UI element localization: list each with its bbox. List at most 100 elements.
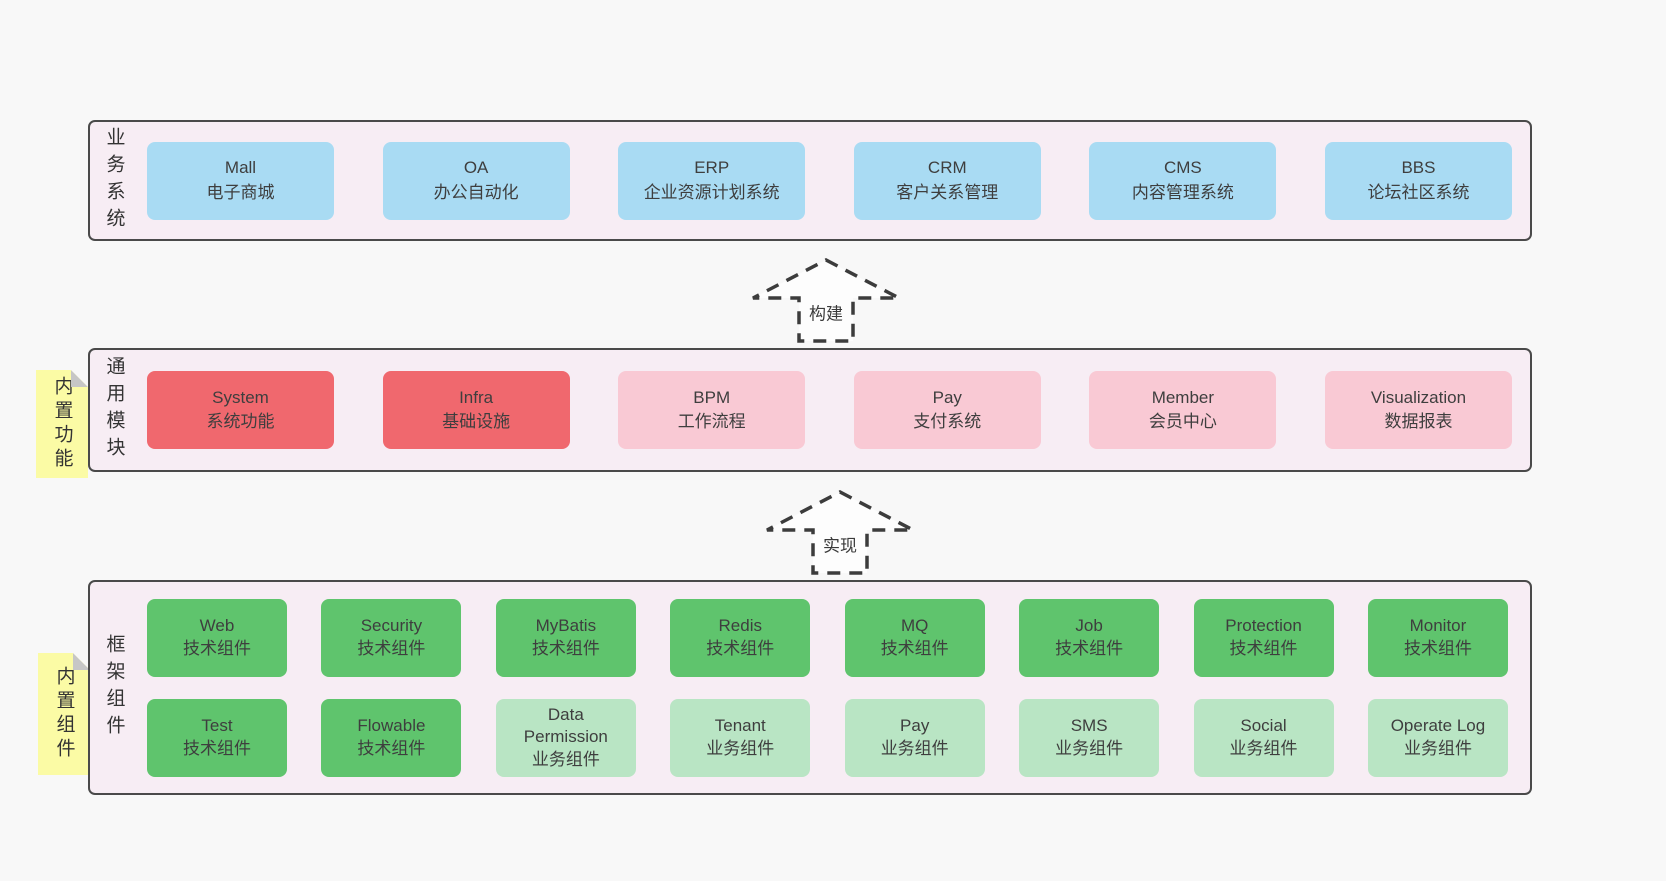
box-visualization: Visualization 数据报表 [1324, 371, 1512, 449]
arrow-implement: 实现 [760, 487, 920, 577]
box-subtitle: 技术组件 [1055, 638, 1124, 658]
box-title: Redis [718, 616, 762, 636]
box-title: CRM [927, 158, 967, 178]
box-subtitle: 技术组件 [531, 638, 600, 658]
box-title: Job [1075, 616, 1103, 636]
box-title: Pay [900, 716, 930, 736]
box-crm: CRM 客户关系管理 [853, 141, 1041, 220]
box-subtitle: 系统功能 [206, 412, 275, 431]
box-infra: Infra 基础设施 [382, 371, 570, 449]
box-bpm: BPM 工作流程 [618, 371, 806, 449]
box-title: BBS [1401, 158, 1436, 178]
box-title: CMS [1163, 158, 1202, 178]
box-subtitle: 技术组件 [357, 638, 426, 658]
box-subtitle: 技术组件 [183, 638, 251, 658]
box-subtitle: 业务组件 [1229, 738, 1298, 758]
box-subtitle: 工作流程 [677, 412, 746, 431]
box-title: Social [1240, 716, 1287, 736]
box-subtitle: 数据报表 [1384, 412, 1453, 431]
box-member: Member 会员中心 [1089, 371, 1277, 449]
box-title: Mall [224, 158, 257, 178]
box-subtitle: 技术组件 [1403, 638, 1472, 658]
box-title: Security [360, 616, 423, 636]
box-subtitle: 内容管理系统 [1131, 182, 1234, 202]
box-title: MQ [900, 616, 929, 636]
box-title: Member [1151, 387, 1215, 407]
box-subtitle: 客户关系管理 [896, 182, 999, 202]
box-mall: Mall 电子商城 [147, 141, 334, 220]
box-title: ERP [694, 158, 730, 178]
box-title: Operate Log [1390, 716, 1486, 736]
box-subtitle: 技术组件 [706, 638, 775, 658]
box-subtitle: 办公自动化 [433, 182, 519, 202]
box-subtitle: 企业资源计划系统 [643, 182, 780, 202]
box-title: Data Permission [523, 704, 608, 747]
arrow-build: 构建 [746, 255, 906, 345]
box-subtitle: 电子商城 [206, 182, 275, 202]
box-title: OA [463, 158, 489, 178]
band-label: 框架组件 [103, 633, 125, 742]
band-label: 通用模块 [103, 356, 125, 464]
box-subtitle: 业务组件 [880, 738, 949, 758]
band-business-systems: 业务系统 Mall 电子商城 OA 办公自动化 ERP 企业资源计划系统 CRM 客户关系管理… [88, 120, 1532, 241]
box-title: Tenant [714, 716, 766, 736]
arrow-label: 实现 [820, 530, 860, 558]
box-bbs: BBS 论坛社区系统 [1324, 141, 1512, 220]
box-subtitle: 技术组件 [357, 738, 426, 758]
band-label: 业务系统 [103, 126, 125, 235]
band-row: System 系统功能 Infra 基础设施 BPM 工作流程 Pay 支付系统 Member 会… [147, 371, 1512, 449]
box-subtitle: 业务组件 [1403, 738, 1472, 758]
box-title: Flowable [357, 716, 426, 736]
box-subtitle: 论坛社区系统 [1367, 182, 1470, 202]
box-subtitle: 业务组件 [706, 738, 775, 758]
box-subtitle: 技术组件 [1229, 638, 1298, 658]
box-title: Test [201, 716, 233, 736]
box-subtitle: 技术组件 [880, 638, 949, 658]
band-common-modules: 通用模块 System 系统功能 Infra 基础设施 BPM 工作流程 Pay 支付系统 Me… [88, 348, 1532, 472]
box-title: Pay [932, 387, 962, 407]
band-rows: System 系统功能 Infra 基础设施 BPM 工作流程 Pay 支付系统 Member 会… [147, 350, 1512, 470]
sticky-note-label: 内置组件 [53, 666, 75, 762]
box-cms: CMS 内容管理系统 [1089, 141, 1277, 220]
box-title: Monitor [1409, 616, 1467, 636]
box-subtitle: 基础设施 [442, 412, 511, 431]
box-subtitle: 技术组件 [183, 738, 251, 758]
band-rows: Mall 电子商城 OA 办公自动化 ERP 企业资源计划系统 CRM 客户关系管理 CMS 内容… [147, 122, 1512, 239]
sticky-note-built-in-features: 内置功能 [36, 370, 88, 478]
box-title: Visualization [1370, 387, 1467, 407]
band-row: Mall 电子商城 OA 办公自动化 ERP 企业资源计划系统 CRM 客户关系管理 CMS 内容… [147, 141, 1512, 220]
box-title: System [212, 387, 269, 407]
box-title: Web [199, 616, 235, 636]
arrow-label: 构建 [806, 298, 846, 326]
box-title: SMS [1070, 716, 1108, 736]
sticky-note-label: 内置功能 [51, 376, 73, 472]
box-subtitle: 支付系统 [913, 412, 982, 431]
box-pay: Pay 支付系统 [853, 371, 1041, 449]
box-title: BPM [693, 387, 731, 407]
box-subtitle: 会员中心 [1148, 412, 1217, 431]
box-subtitle: 业务组件 [531, 749, 600, 769]
box-title: Infra [459, 387, 494, 407]
box-oa: OA 办公自动化 [382, 141, 570, 220]
box-title: MyBatis [535, 616, 597, 636]
box-erp: ERP 企业资源计划系统 [618, 141, 806, 220]
box-title: Protection [1225, 616, 1302, 636]
